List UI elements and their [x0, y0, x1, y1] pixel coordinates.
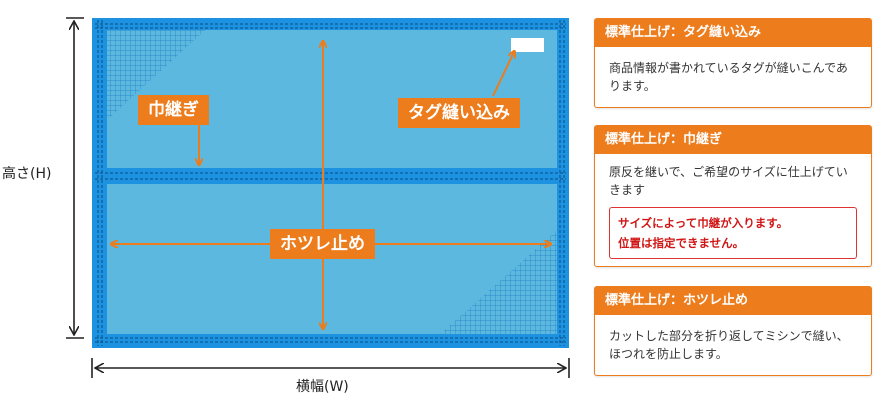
sheet-illustration: [66, 17, 570, 378]
warning-line-2: 位置は指定できません。: [618, 236, 745, 250]
info-box-title: 標準仕上げ：ホツレ止め: [595, 287, 871, 315]
warning-box: サイズによって巾継が入ります。 位置は指定できません。: [609, 207, 857, 259]
sheet-diagram: 高さ(H) 横幅(W) 巾継ぎ タグ縫い込み ホツレ止め: [2, 17, 570, 395]
tag-patch: [511, 38, 544, 52]
stitch-lines: [95, 20, 566, 346]
info-box-body: 原反を継いで、ご希望のサイズに仕上げていきます: [609, 165, 848, 197]
dimension-arrows: [66, 17, 570, 378]
height-label: 高さ(H): [2, 166, 52, 182]
width-label: 横幅(W): [296, 379, 349, 395]
info-box-seam: 標準仕上げ：巾継ぎ 原反を継いで、ご希望のサイズに仕上げていきます サイズによっ…: [594, 125, 872, 267]
info-box-content: 原反を継いで、ご希望のサイズに仕上げていきます サイズによって巾継が入ります。 …: [595, 154, 871, 259]
mesh-detail-top: [107, 30, 205, 120]
info-box-title: 標準仕上げ：巾継ぎ: [595, 126, 871, 154]
warning-line-1: サイズによって巾継が入ります。: [618, 216, 789, 230]
info-box-fray: 標準仕上げ：ホツレ止め カットした部分を折り返してミシンで縫い、ほつれを防止しま…: [594, 286, 872, 376]
seam-callout: 巾継ぎ: [138, 95, 209, 125]
tag-callout: タグ縫い込み: [398, 98, 520, 128]
info-box-title: 標準仕上げ：タグ縫い込み: [595, 19, 871, 47]
mesh-detail-bottom: [440, 230, 557, 334]
fray-callout: ホツレ止め: [270, 229, 375, 259]
info-box-body: カットした部分を折り返してミシンで縫い、ほつれを防止します。: [609, 329, 849, 361]
info-box-body: 商品情報が書かれているタグが縫いこんであります。: [609, 61, 848, 93]
info-box-tag: 標準仕上げ：タグ縫い込み 商品情報が書かれているタグが縫いこんであります。: [594, 18, 872, 108]
